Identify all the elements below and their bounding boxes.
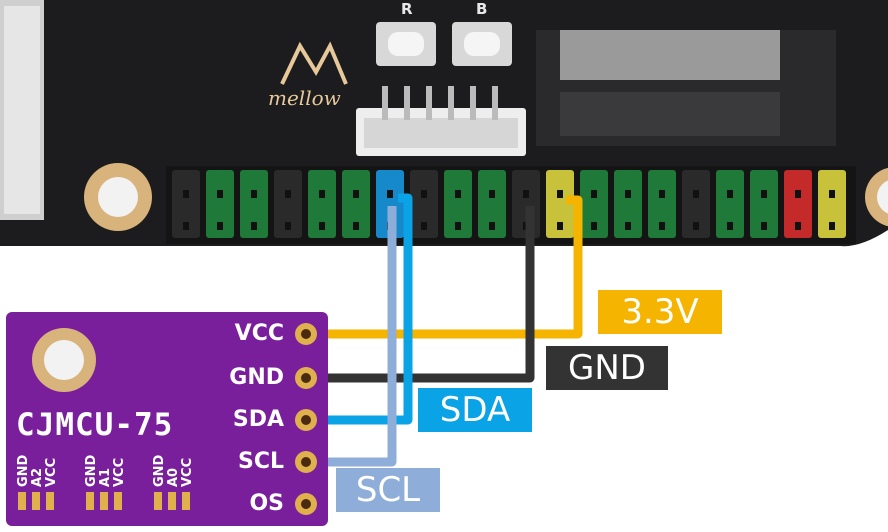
header-pin-3 bbox=[274, 170, 302, 238]
header-pin-socket bbox=[727, 222, 733, 230]
header-pin-socket bbox=[421, 222, 427, 230]
header-pin-4 bbox=[308, 170, 336, 238]
header-pin-socket bbox=[489, 190, 495, 198]
jumper-a0-gnd: GND bbox=[152, 454, 167, 487]
header-pin-14 bbox=[648, 170, 676, 238]
label-gnd-box bbox=[546, 346, 668, 390]
header-pin-socket bbox=[387, 190, 393, 198]
header-pin-socket bbox=[183, 190, 189, 198]
header-pin-13 bbox=[614, 170, 642, 238]
module-pin-gnd: GND bbox=[229, 365, 284, 390]
header-pin-socket bbox=[353, 190, 359, 198]
header-pin-socket bbox=[217, 222, 223, 230]
header-pin-socket bbox=[761, 190, 767, 198]
wire-gnd bbox=[306, 206, 535, 383]
header-pin-socket bbox=[523, 190, 529, 198]
header-pin-socket bbox=[829, 222, 835, 230]
module-title: CJMCU-75 bbox=[16, 407, 174, 443]
header-pin-2 bbox=[240, 170, 268, 238]
header-pin-9 bbox=[478, 170, 506, 238]
label-3v3: 3.3V bbox=[621, 292, 699, 332]
jumper-a2-gnd: GND bbox=[16, 454, 31, 487]
header-pin-7 bbox=[410, 170, 438, 238]
header-pin-socket bbox=[591, 190, 597, 198]
header-pin-socket bbox=[421, 190, 427, 198]
header-pin-5 bbox=[342, 170, 370, 238]
wire-sda bbox=[306, 193, 413, 425]
header-pin-socket bbox=[557, 222, 563, 230]
header-pin-socket bbox=[285, 190, 291, 198]
header-pin-socket bbox=[455, 222, 461, 230]
header-pin-socket bbox=[183, 222, 189, 230]
mellow-logo-icon bbox=[280, 41, 348, 85]
header-pin-socket bbox=[217, 190, 223, 198]
header-pin-socket bbox=[319, 222, 325, 230]
header-pin-0 bbox=[172, 170, 200, 238]
header-pin-socket bbox=[455, 190, 461, 198]
header-pin-socket bbox=[795, 190, 801, 198]
header-pin-17 bbox=[750, 170, 778, 238]
label-gnd: GND bbox=[568, 348, 646, 388]
header-pin-6 bbox=[376, 170, 404, 238]
jumper-a0-addr: A0 bbox=[166, 467, 181, 487]
header-pin-socket bbox=[557, 190, 563, 198]
header-pin-socket bbox=[489, 222, 495, 230]
jumper-a1-gnd: GND bbox=[84, 454, 99, 487]
button-label-r: R bbox=[401, 0, 413, 18]
wire-scl bbox=[306, 206, 397, 467]
label-scl-box bbox=[336, 468, 440, 512]
header-pin-8 bbox=[444, 170, 472, 238]
module-pin-vcc: VCC bbox=[234, 321, 284, 346]
header-pin-19 bbox=[818, 170, 846, 238]
jumper-pads bbox=[18, 492, 190, 510]
button-label-b: B bbox=[476, 0, 488, 18]
header-pin-socket bbox=[625, 190, 631, 198]
header-pin-socket bbox=[693, 190, 699, 198]
label-sda: SDA bbox=[439, 390, 511, 430]
sensor-module bbox=[6, 312, 328, 526]
header-pin-12 bbox=[580, 170, 608, 238]
header-pin-socket bbox=[353, 222, 359, 230]
jumper-a1-addr: A1 bbox=[98, 467, 113, 487]
header-pin-socket bbox=[251, 222, 257, 230]
header-pin-socket bbox=[795, 222, 801, 230]
header-pin-1 bbox=[206, 170, 234, 238]
header-pin-socket bbox=[591, 222, 597, 230]
header-pin-socket bbox=[285, 222, 291, 230]
jumper-a2-addr: A2 bbox=[30, 467, 45, 487]
wire-3v3 bbox=[306, 195, 583, 339]
wires bbox=[306, 193, 583, 467]
header-pin-socket bbox=[761, 222, 767, 230]
header-pin-socket bbox=[659, 190, 665, 198]
header-pin-socket bbox=[625, 222, 631, 230]
board-brand: mellow bbox=[268, 86, 341, 110]
label-3v3-box bbox=[598, 290, 722, 334]
header-pin-socket bbox=[251, 190, 257, 198]
module-pins bbox=[295, 323, 317, 515]
module-pin-os: OS bbox=[249, 491, 284, 516]
header-pin-socket bbox=[727, 190, 733, 198]
header-pin-socket bbox=[319, 190, 325, 198]
header-pin-socket bbox=[693, 222, 699, 230]
jumper-a1-vcc: VCC bbox=[112, 457, 127, 487]
header-pin-16 bbox=[716, 170, 744, 238]
header-pin-11 bbox=[546, 170, 574, 238]
module-pin-sda: SDA bbox=[232, 407, 284, 432]
label-scl: SCL bbox=[355, 470, 421, 510]
jumper-a2-vcc: VCC bbox=[44, 457, 59, 487]
controller-board bbox=[0, 0, 888, 247]
header-pin-socket bbox=[659, 222, 665, 230]
header-pin-15 bbox=[682, 170, 710, 238]
label-sda-box bbox=[418, 388, 532, 432]
jumper-a0-vcc: VCC bbox=[180, 457, 195, 487]
header-pin-18 bbox=[784, 170, 812, 238]
header-pin-socket bbox=[829, 190, 835, 198]
module-pin-scl: SCL bbox=[237, 449, 284, 474]
